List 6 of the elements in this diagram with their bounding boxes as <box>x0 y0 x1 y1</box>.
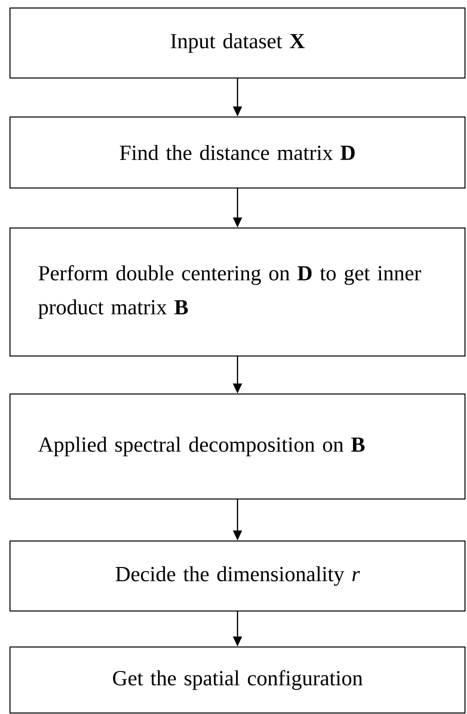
process-box: Decide the dimensionality r <box>10 540 466 612</box>
process-box: Applied spectral decomposition on B <box>10 394 466 500</box>
process-box: Input dataset X <box>10 8 466 78</box>
process-box: Find the distance matrix D <box>10 116 466 188</box>
process-box: Get the spatial configuration <box>10 646 466 714</box>
process-box: Perform double centering on D to get inner product matrix B <box>10 228 466 356</box>
